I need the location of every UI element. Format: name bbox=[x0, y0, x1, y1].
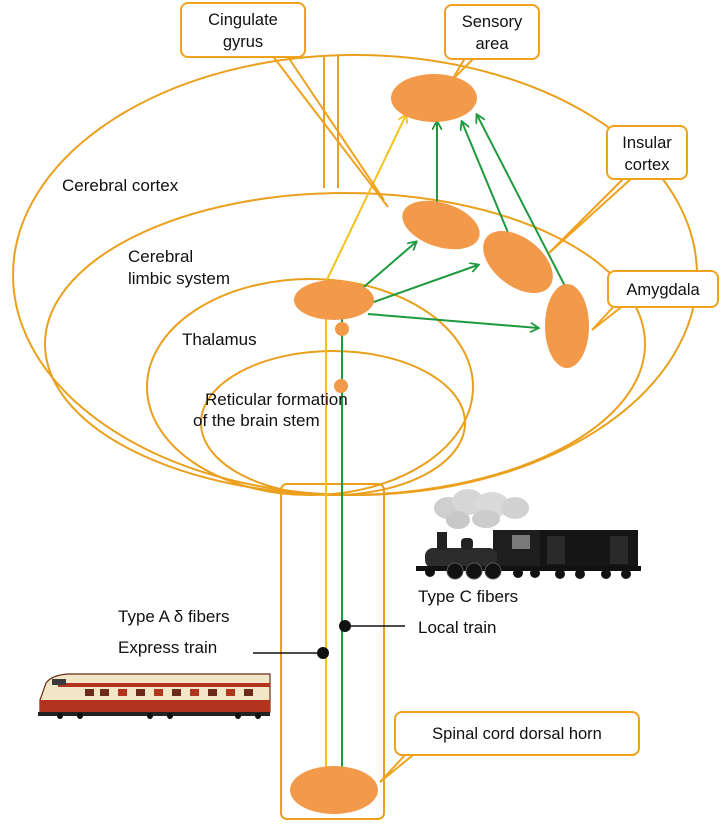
callout-leaders bbox=[271, 47, 633, 783]
cingulate-gyrus-node bbox=[402, 200, 480, 250]
insular-cortex-node bbox=[483, 230, 553, 294]
reticular-relay-node bbox=[334, 379, 348, 393]
insular-cortex-label-line2: cortex bbox=[625, 156, 671, 174]
arrow-thalamus-to-amygdala bbox=[367, 313, 538, 328]
express-train-icon bbox=[38, 673, 271, 719]
arrow-thalamus-to-sensory-area bbox=[322, 115, 406, 289]
reticular-formation-outline bbox=[200, 350, 466, 496]
type-c-fibers-label: Type C fibers bbox=[418, 587, 518, 606]
limbic-arrows bbox=[357, 115, 567, 328]
express-train-label: Express train bbox=[118, 638, 217, 657]
thalamus-node bbox=[294, 280, 374, 320]
local-train-label: Local train bbox=[418, 618, 496, 637]
sensory-area-node bbox=[391, 74, 477, 122]
steam-locomotive-icon bbox=[416, 489, 641, 580]
arrow-thalamus-to-insular bbox=[367, 265, 478, 305]
local-train-annotation: Type C fibers Local train bbox=[339, 587, 518, 637]
callout-amygdala: Amygdala bbox=[607, 270, 719, 308]
arrow-insular-to-sensory bbox=[462, 122, 510, 236]
express-train-annotation: Type A δ fibers Express train bbox=[118, 607, 329, 659]
callout-spinal-dorsal-horn: Spinal cord dorsal horn bbox=[394, 711, 640, 756]
reticular-formation-label-line1: Reticular formation bbox=[205, 390, 348, 409]
amygdala-node bbox=[545, 284, 589, 368]
limbic-system-label-line2: limbic system bbox=[128, 269, 230, 288]
limbic-system-label-line1: Cerebral bbox=[128, 247, 193, 266]
sensory-area-label-line2: area bbox=[475, 35, 509, 53]
amygdala-label: Amygdala bbox=[626, 281, 700, 299]
callout-sensory-area: Sensory area bbox=[444, 4, 540, 60]
arrow-thalamus-to-cingulate bbox=[357, 242, 416, 293]
cingulate-gyrus-label-line2: gyrus bbox=[223, 33, 263, 51]
cerebral-cortex-label: Cerebral cortex bbox=[62, 176, 179, 195]
type-a-delta-fibers-label: Type A δ fibers bbox=[118, 607, 230, 626]
thalamus-label: Thalamus bbox=[182, 330, 257, 349]
spinal-dorsal-horn-node bbox=[290, 766, 378, 814]
cingulate-gyrus-label-line1: Cingulate bbox=[208, 11, 278, 29]
thalamus-relay-node bbox=[335, 322, 349, 336]
callout-cingulate-gyrus: Cingulate gyrus bbox=[180, 2, 306, 58]
spinal-cord-outline bbox=[280, 483, 385, 820]
callout-insular-cortex: Insular cortex bbox=[606, 125, 688, 180]
reticular-formation-label-line2: of the brain stem bbox=[193, 411, 320, 430]
arrow-amygdala-to-sensory bbox=[477, 115, 567, 289]
sensory-area-label-line1: Sensory bbox=[462, 13, 523, 31]
insular-cortex-label-line1: Insular bbox=[622, 134, 672, 152]
spinal-dorsal-horn-label: Spinal cord dorsal horn bbox=[432, 725, 602, 743]
